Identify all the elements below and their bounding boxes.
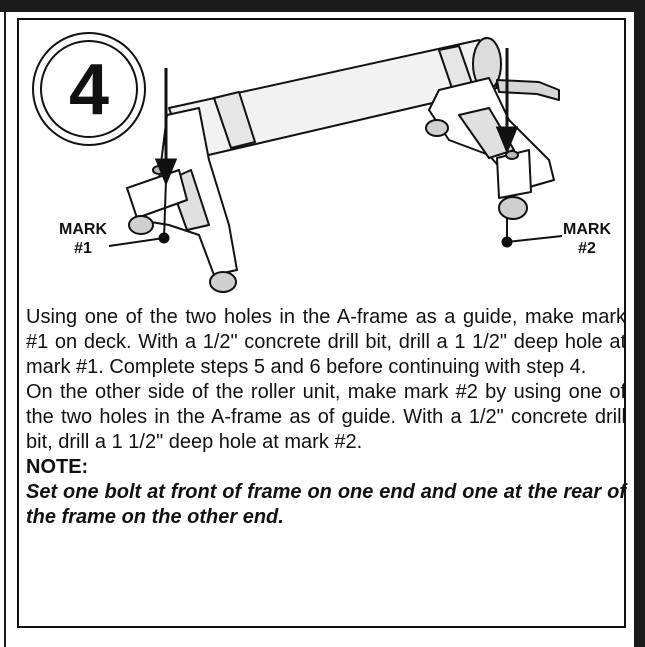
right-caster-rear <box>425 119 449 137</box>
instruction-panel-frame <box>17 18 626 628</box>
mark1-label-number: #1 <box>74 240 92 257</box>
right-caster-front <box>498 196 528 220</box>
instruction-paragraph-1: Using one of the two holes in the A-fram… <box>26 306 626 378</box>
mark1-label-word: MARK <box>59 221 107 238</box>
right-a-frame-rib <box>458 107 515 159</box>
note-label: NOTE: <box>26 456 89 478</box>
mark2-label-number: #2 <box>578 240 596 257</box>
note-text: Set one bolt at front of frame on one en… <box>26 481 626 528</box>
crank-handle <box>496 79 560 101</box>
right-foot-plate <box>496 149 532 199</box>
left-caster-rear <box>209 271 237 293</box>
mark2-dot <box>501 236 513 248</box>
step-number-badge: 4 <box>32 32 146 146</box>
left-caster-front <box>128 215 154 235</box>
mark1-label: MARK #1 <box>48 220 118 258</box>
instructions-text: Using one of the two holes in the A-fram… <box>26 305 626 530</box>
arrow-right-head <box>495 126 519 154</box>
mark1-leader <box>108 237 165 247</box>
mark1-dot <box>158 232 170 244</box>
instruction-paragraph-2: On the other side of the roller unit, ma… <box>26 381 626 453</box>
mark1-drop-line <box>163 179 167 239</box>
top-border-bar <box>0 0 645 12</box>
roller-unit-illustration <box>108 37 563 293</box>
mark2-label: MARK #2 <box>552 220 622 258</box>
roller-collar-left <box>213 91 256 149</box>
mark2-label-word: MARK <box>563 221 611 238</box>
right-border-bar <box>634 0 645 647</box>
right-bolt-hole <box>505 150 519 160</box>
step-number-inner-ring <box>40 40 138 138</box>
mark2-leader <box>506 235 563 243</box>
step-number: 4 <box>69 50 109 130</box>
arrow-left-head <box>154 158 178 186</box>
left-foot-plate <box>126 169 188 219</box>
left-border-line <box>4 0 6 647</box>
